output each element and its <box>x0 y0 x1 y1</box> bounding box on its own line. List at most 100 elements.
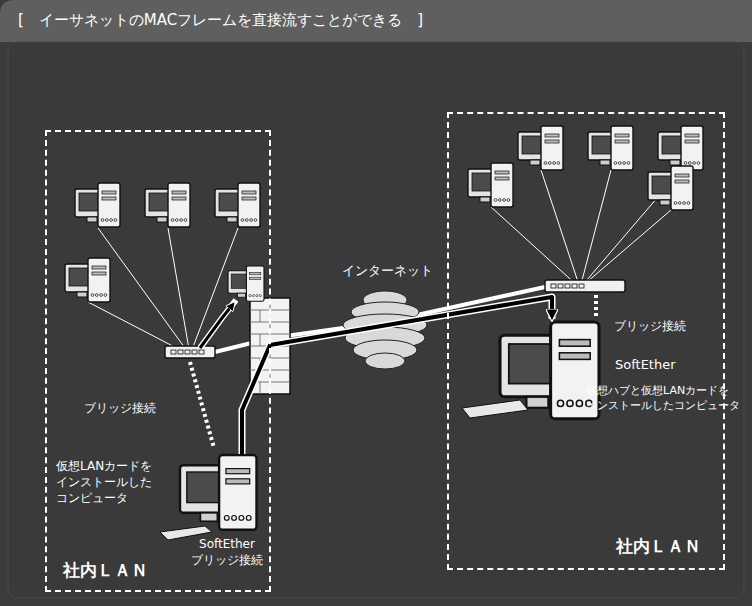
annotation-label: 仮想ハブと仮想LANカードを インストールしたコンピュータ <box>586 384 736 414</box>
computer-icon <box>228 266 264 301</box>
port-dot <box>91 294 94 297</box>
port-dot <box>252 294 254 296</box>
port-dot <box>674 202 677 205</box>
computer-icon <box>648 166 693 210</box>
tower <box>168 183 190 227</box>
port-dot <box>678 202 681 205</box>
port-dot <box>544 162 547 165</box>
drive-slot <box>250 272 261 274</box>
port-dot <box>259 294 261 296</box>
computer-icon <box>75 183 120 227</box>
port-dot <box>627 162 630 165</box>
port-dot <box>254 219 257 222</box>
port-dot <box>567 400 573 406</box>
hub-port <box>551 284 556 288</box>
connector-group <box>242 297 552 454</box>
port-dot <box>618 162 621 165</box>
drive-slot <box>242 191 256 194</box>
lan-cable <box>168 228 190 355</box>
drive-slot <box>545 140 559 143</box>
port-dot <box>105 219 108 222</box>
lan-region: SoftEther社内ＬＡＮ <box>447 112 725 570</box>
drive-slot <box>685 140 699 143</box>
drive-slot <box>545 134 559 137</box>
stand <box>238 293 246 297</box>
port-dot <box>697 162 700 165</box>
lan-cable <box>491 207 580 288</box>
port-dot <box>175 219 178 222</box>
annotation-label: ブリッジ接続 <box>614 318 686 334</box>
drive-slot <box>92 272 106 275</box>
port-dot <box>104 294 107 297</box>
node-text: インターネット <box>330 262 444 280</box>
port-dot <box>548 162 551 165</box>
port-dot <box>241 219 244 222</box>
drive-slot <box>675 174 689 177</box>
computer-icon <box>65 258 110 302</box>
port-dot <box>256 294 258 296</box>
annotation-label: ブリッジ接続 <box>84 400 156 416</box>
drive-slot <box>102 197 116 200</box>
drive-slot <box>495 171 509 174</box>
tower <box>611 126 633 170</box>
frame-path <box>200 303 234 348</box>
hub-port <box>171 350 176 354</box>
tower <box>98 183 120 227</box>
lan-region: SoftEther ブリッジ接続社内ＬＡＮ <box>45 130 271 592</box>
brick-joint <box>260 382 261 394</box>
stand <box>87 217 97 222</box>
hub-port <box>199 350 204 354</box>
port-dot <box>246 516 251 521</box>
computer-icon <box>180 455 257 530</box>
hub-port <box>579 284 584 288</box>
softether-bridge-computer: SoftEther ブリッジ接続 <box>167 454 287 579</box>
port-dot <box>684 162 687 165</box>
hub-port <box>572 284 577 288</box>
annotation-label: 仮想LANカードを インストールした コンピュータ <box>56 458 160 507</box>
port-dot <box>114 219 117 222</box>
hub-port <box>192 350 197 354</box>
drive-slot <box>226 479 250 484</box>
hub-body <box>545 280 625 292</box>
panel <box>8 42 744 598</box>
tower <box>541 126 563 170</box>
port-dot <box>693 162 696 165</box>
computer-icon <box>658 126 703 170</box>
keyboard <box>462 400 528 418</box>
port-dot <box>503 199 506 202</box>
port-dot <box>249 294 251 296</box>
port-dot <box>688 162 691 165</box>
computer-icon <box>215 183 260 227</box>
port-dot <box>250 219 253 222</box>
port-dot <box>687 202 690 205</box>
header-band <box>0 0 752 42</box>
port-dot <box>494 199 497 202</box>
drive-slot <box>102 191 116 194</box>
stand <box>227 217 237 222</box>
port-dot <box>683 202 686 205</box>
drive-slot <box>172 191 186 194</box>
bridge-dotted-line <box>594 295 598 318</box>
port-dot <box>232 516 237 521</box>
port-dot <box>171 219 174 222</box>
brick-joint <box>260 310 261 322</box>
port-dot <box>553 162 556 165</box>
stand <box>530 160 540 165</box>
drive-slot <box>242 197 256 200</box>
port-dot <box>100 294 103 297</box>
port-dot <box>557 162 560 165</box>
hub-port <box>565 284 570 288</box>
tower <box>238 183 260 227</box>
drive-slot <box>675 180 689 183</box>
internet-node: インターネット <box>330 262 444 382</box>
port-dot <box>557 400 563 406</box>
port-dot <box>110 219 113 222</box>
node-text: SoftEther <box>615 356 676 374</box>
port-dot <box>101 219 104 222</box>
drive-slot <box>92 266 106 269</box>
hub-port <box>558 284 563 288</box>
